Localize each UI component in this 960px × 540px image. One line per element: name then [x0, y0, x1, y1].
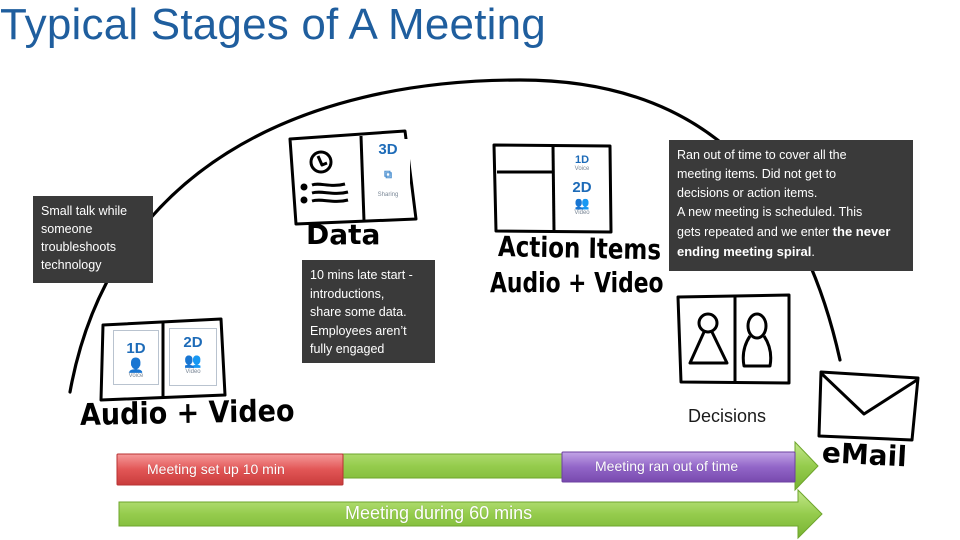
callout-end: . [811, 245, 815, 259]
action-voice-video-tile: 1D Voice 2D 👥 Video [558, 150, 606, 226]
sharing-caption: Sharing [377, 192, 399, 198]
action-video-caption: Video [574, 210, 590, 216]
action-video-code: 2D [572, 179, 592, 196]
video-code: 2D [183, 334, 203, 351]
audio-video-2-handwritten-label: Audio + Video [490, 266, 664, 299]
callout-line: fully engaged [310, 342, 385, 356]
during-bar-label: Meeting during 60 mins [345, 503, 533, 523]
callout-line: troubleshoots [41, 240, 117, 254]
email-envelope-icon [817, 370, 920, 442]
voice-person-icon: 👤 [127, 357, 145, 373]
action-video-people-icon: 👥 [574, 196, 590, 210]
callout-line: 10 mins late start - [310, 268, 413, 282]
callout-line: technology [41, 258, 102, 272]
page-title: Typical Stages of A Meeting [0, 0, 546, 49]
callout-line: A new meeting is scheduled. This [677, 205, 863, 219]
audio-video-handwritten-label: Audio + Video [79, 393, 295, 433]
callout-line: introductions, [310, 286, 385, 301]
sharing-network-icon: ⧉ [384, 169, 392, 181]
callout-line: Small talk while [41, 204, 128, 218]
sharing-tile: 3D ⧉ Sharing [366, 139, 410, 213]
action-items-sketch-frame [492, 143, 613, 234]
small-talk-callout: Small talk while someone troubleshoots t… [33, 196, 153, 283]
data-sketch-frame [288, 129, 418, 226]
decisions-sketch [676, 293, 791, 385]
callout-line: decisions or action items. [677, 186, 818, 200]
voice-tile: 1D 👤 Voice [113, 330, 159, 385]
video-people-icon: 👥 [184, 352, 202, 368]
voice-code: 1D [126, 340, 146, 357]
timeline-green-arrow-bottom [118, 488, 823, 540]
callout-line: Employees aren’t [310, 323, 407, 338]
callout-line: meeting items. Did not get to [677, 167, 837, 181]
callout-line: Ran out of time to cover all the [677, 148, 847, 162]
callout-emphasis: the never ending meeting spiral [677, 224, 891, 259]
decisions-label: Decisions [688, 406, 767, 426]
late-start-callout: 10 mins late start - introductions, shar… [302, 260, 435, 363]
timeline-red-bar [116, 453, 344, 486]
action-items-handwritten-label: Action Items [497, 230, 662, 267]
callout-line-last: gets repeated and we enter the never end… [677, 222, 905, 262]
callout-line: gets repeated and we enter [677, 225, 833, 239]
audio-video-sketch-frame [99, 317, 227, 402]
callout-line: share some data. [310, 305, 407, 319]
video-caption: Video [185, 369, 201, 375]
data-handwritten-label: Data [306, 218, 381, 251]
callout-line: someone [41, 222, 93, 236]
sharing-code: 3D [378, 141, 398, 158]
action-voice-code: 1D [574, 154, 590, 166]
ran-out-callout: Ran out of time to cover all the meeting… [669, 140, 913, 271]
timeline-purple-bar [561, 451, 796, 483]
email-handwritten-label: eMail [821, 436, 908, 474]
action-voice-caption: Voice [574, 166, 590, 172]
video-tile: 2D 👥 Video [169, 328, 217, 386]
ran-out-bar-label: Meeting ran out of time [595, 458, 739, 474]
setup-bar-label: Meeting set up 10 min [147, 461, 285, 477]
voice-caption: Voice [128, 373, 144, 379]
